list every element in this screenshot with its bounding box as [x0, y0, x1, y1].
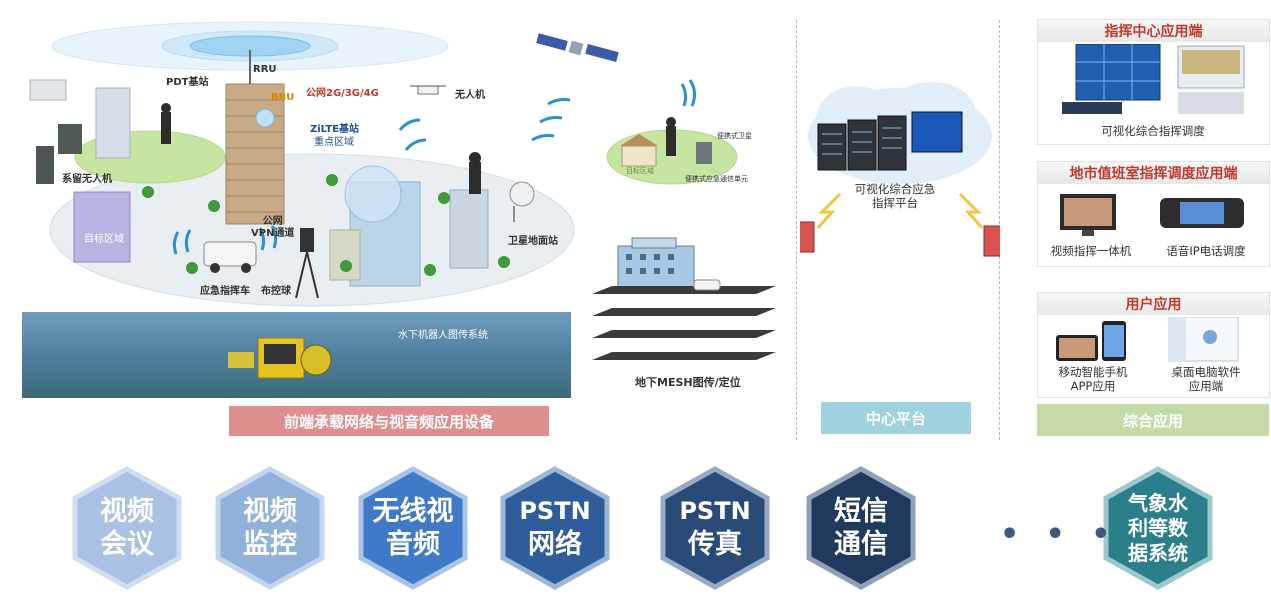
tethered-drone-label: 系留无人机: [62, 174, 112, 185]
portable-satellite-label: 便携式卫星: [717, 132, 752, 140]
service-label: 视频监控: [215, 466, 325, 590]
service-label: PSTN 传真: [660, 466, 770, 590]
front-section-bar: 前端承载网络与视音频应用设备: [229, 406, 549, 436]
pdt-station-label: PDT基站: [166, 77, 209, 88]
cloud-platform-graphic: [800, 82, 1000, 257]
panel-duty-room: 地市值班室指挥调度应用端 视频指挥一体机 语音IP电话调度: [1037, 161, 1270, 267]
satellite-station-label: 卫星地面站: [508, 236, 558, 247]
hexagon-shape: [358, 466, 468, 590]
mesh-label: 地下MESH图传/定位: [635, 376, 741, 389]
panel-caption: 可视化综合指挥调度: [1101, 124, 1205, 138]
bbu-label: BBU: [271, 92, 295, 103]
panel-command-center: 指挥中心应用端 可视化综合指挥调度: [1037, 19, 1270, 145]
hexagon-shape: [72, 466, 182, 590]
desktop-app-image: [1168, 317, 1239, 362]
zilte-station-label: ZiLTE基站: [310, 124, 360, 135]
service-label-line: 监控: [243, 529, 297, 560]
service-hexagon: PSTN 传真: [660, 466, 770, 590]
underwater-label: 水下机器人图传系统: [398, 330, 488, 341]
panel-caption: 移动智能手机 APP应用: [1058, 365, 1128, 393]
center-section-bar: 中心平台: [821, 402, 971, 434]
service-label-line: 网络: [528, 529, 582, 560]
hexagon-shape: [500, 466, 610, 590]
hexagon-shape: [215, 466, 325, 590]
service-label: 视频会议: [72, 466, 182, 590]
video-terminal-image: [1060, 194, 1116, 236]
panel-user-app: 用户应用 移动智能手机 APP应用 桌面电脑软件 应用端: [1037, 292, 1270, 398]
ip-phone-image: [1160, 198, 1244, 228]
command-center-image: [1062, 44, 1245, 114]
service-label-line: 通信: [834, 529, 888, 560]
service-label: 气象水利等数据系统: [1103, 466, 1213, 590]
platform-label: 可视化综合应急 指挥平台: [854, 182, 936, 210]
command-vehicle-label: 应急指挥车: [200, 286, 250, 297]
service-label: PSTN 网络: [500, 466, 610, 590]
target-area-label: 目标区域: [84, 234, 124, 245]
service-label-line: 无线视: [372, 496, 454, 527]
app-section-bar: 综合应用: [1037, 404, 1269, 436]
public-vpn-label: 公网 VPN通道: [251, 216, 295, 239]
service-hexagon: 无线视音频: [358, 466, 468, 590]
service-label-line: 据系统: [1128, 540, 1188, 565]
service-hexagon: PSTN 网络: [500, 466, 610, 590]
panel-title: 指挥中心应用端: [1038, 20, 1269, 42]
service-label-line: PSTN: [679, 497, 751, 525]
panel-caption: 桌面电脑软件 应用端: [1171, 365, 1241, 393]
deploy-ball-label: 布控球: [261, 286, 291, 297]
service-hexagon: 短信通信: [806, 466, 916, 590]
service-label-line: 传真: [688, 529, 742, 560]
panel-caption: 语音IP电话调度: [1166, 244, 1246, 258]
service-label-line: PSTN: [519, 497, 591, 525]
service-hexagon: 气象水利等数据系统: [1103, 466, 1213, 590]
panel-caption: 视频指挥一体机: [1050, 244, 1132, 258]
service-hexagon: 视频会议: [72, 466, 182, 590]
service-label-line: 视频: [100, 496, 154, 527]
ellipsis: • • •: [1000, 517, 1119, 552]
service-label-line: 短信: [834, 496, 888, 527]
drone-label: 无人机: [455, 90, 485, 101]
service-label-line: 利等数: [1128, 515, 1188, 540]
portable-unit-label: 便携式应急通信单元: [685, 175, 748, 183]
key-area-label: 重点区域: [314, 137, 354, 148]
target-area-small-label: 目标区域: [626, 167, 654, 175]
panel-title: 用户应用: [1038, 293, 1269, 315]
service-label: 短信通信: [806, 466, 916, 590]
network-scene: [22, 21, 776, 398]
service-label-line: 视频: [243, 496, 297, 527]
public-net-label: 公网2G/3G/4G: [306, 88, 379, 99]
service-label-line: 会议: [100, 529, 154, 560]
hexagon-shape: [1103, 466, 1213, 590]
service-label-line: 音频: [386, 529, 440, 560]
mobile-app-image: [1056, 321, 1126, 361]
rru-label: RRU: [253, 64, 277, 75]
service-hexagon: 视频监控: [215, 466, 325, 590]
service-label-line: 气象水: [1128, 490, 1188, 515]
panel-title: 地市值班室指挥调度应用端: [1038, 162, 1269, 184]
hexagon-shape: [806, 466, 916, 590]
hexagon-shape: [660, 466, 770, 590]
separator-left: [796, 20, 797, 440]
service-label: 无线视音频: [358, 466, 468, 590]
